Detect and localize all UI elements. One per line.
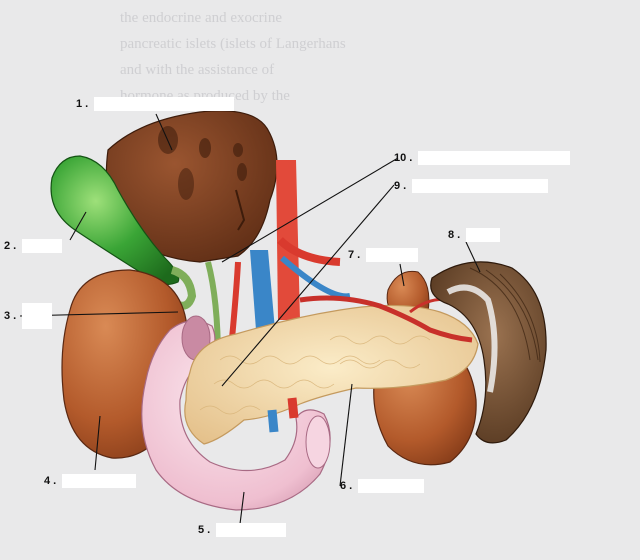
label-1-blank[interactable] <box>94 97 235 111</box>
pancreas <box>184 304 479 445</box>
pointer-line-1 <box>155 113 173 151</box>
label-8-blank[interactable] <box>466 228 501 242</box>
label-1: 1 . <box>76 96 235 112</box>
pointer-line-4 <box>94 415 101 471</box>
label-8-number: 8 . <box>448 229 461 241</box>
label-5: 5 . <box>198 522 287 538</box>
spleen <box>430 261 547 444</box>
pointer-line-7 <box>399 263 405 287</box>
label-8: 8 . <box>448 227 501 243</box>
label-1-number: 1 . <box>76 98 89 110</box>
label-3: 3 . <box>4 303 53 329</box>
label-3-number: 3 . <box>4 310 17 322</box>
pointer-line-10 <box>221 157 399 263</box>
aorta <box>276 160 300 320</box>
label-9: 9 . <box>394 178 549 194</box>
label-4-blank[interactable] <box>62 474 137 488</box>
label-9-blank[interactable] <box>412 179 549 193</box>
splenic-artery <box>299 295 473 343</box>
label-6-number: 6 . <box>340 480 353 492</box>
label-7-blank[interactable] <box>366 248 419 262</box>
label-10-blank[interactable] <box>418 151 571 165</box>
label-7: 7 . <box>348 247 419 263</box>
bleed-text-line-2: pancreatic islets (islets of Langerhans <box>120 36 346 52</box>
label-10-number: 10 . <box>394 152 413 164</box>
pointer-line-9 <box>221 184 395 387</box>
pointer-line-6 <box>339 383 353 487</box>
pointer-line-2 <box>69 211 87 241</box>
label-4: 4 . <box>44 473 137 489</box>
vena-cava <box>250 250 275 330</box>
label-5-number: 5 . <box>198 524 211 536</box>
label-9-number: 9 . <box>394 180 407 192</box>
label-7-number: 7 . <box>348 249 361 261</box>
label-2: 2 . <box>4 238 63 254</box>
label-2-number: 2 . <box>4 240 17 252</box>
label-3-blank[interactable] <box>22 303 53 329</box>
bleed-text-line-3: and with the assistance of <box>120 62 275 78</box>
pointer-line-8 <box>465 241 481 273</box>
label-6: 6 . <box>340 478 425 494</box>
label-2-blank[interactable] <box>22 239 63 253</box>
label-4-number: 4 . <box>44 475 57 487</box>
label-6-blank[interactable] <box>358 479 425 493</box>
bleed-text-line-1: the endocrine and exocrine <box>120 10 283 26</box>
label-10: 10 . <box>394 150 571 166</box>
pointer-line-5 <box>239 491 245 525</box>
label-5-blank[interactable] <box>216 523 287 537</box>
